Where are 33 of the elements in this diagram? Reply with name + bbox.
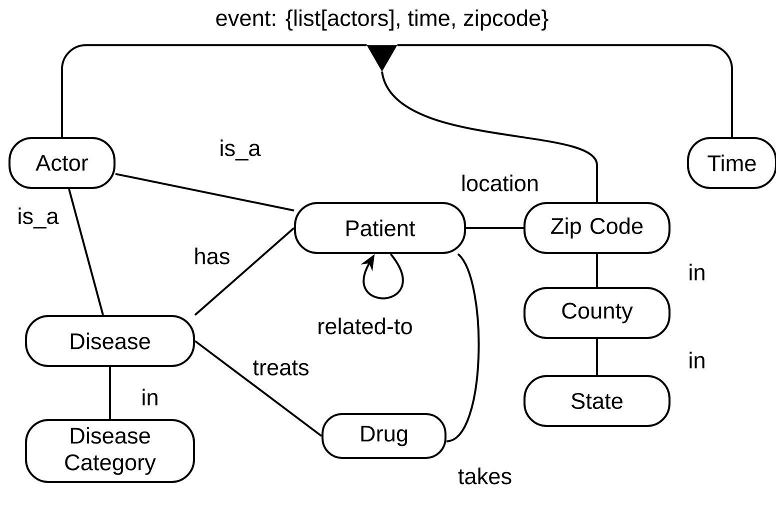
edge-label: has: [192, 246, 232, 266]
rounded-box: State: [524, 375, 670, 427]
edge-label: is_a: [218, 138, 262, 162]
edge-label: treats: [251, 359, 311, 377]
connector: [466, 227, 524, 229]
connector: [194, 227, 295, 316]
arrow: [360, 253, 404, 300]
connector: [446, 253, 480, 442]
connector: [194, 340, 322, 437]
connector: [397, 44, 733, 137]
event-label: event: {list[actors], time, zipcode}: [216, 9, 548, 31]
connector: [61, 44, 367, 137]
edge-label: in: [686, 350, 708, 370]
rounded-box: Actor: [8, 137, 116, 189]
edge-label: in: [140, 387, 160, 407]
connector: [68, 188, 104, 316]
rounded-box: Zip Code: [524, 202, 670, 254]
edge-label: related-to: [316, 316, 414, 336]
rounded-box: Time: [687, 137, 776, 189]
rounded-box: Drug: [322, 413, 446, 459]
connector: [109, 367, 111, 419]
rounded-box: Disease Category: [25, 419, 195, 483]
edge-label: is_a: [16, 206, 60, 230]
connector: [596, 339, 598, 375]
edge-label: takes: [456, 466, 514, 486]
connector: [596, 254, 598, 287]
edge-label: in: [686, 262, 708, 282]
connector: [115, 172, 294, 212]
edge-label: location: [460, 173, 540, 193]
connector: [381, 71, 598, 202]
rounded-box: County: [524, 287, 670, 339]
rounded-box: Patient: [294, 202, 466, 254]
rounded-box: Disease: [25, 315, 195, 367]
